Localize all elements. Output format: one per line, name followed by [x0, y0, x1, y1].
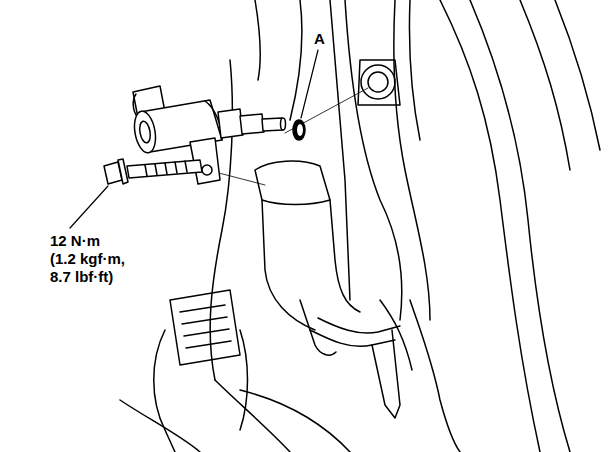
torque-value: 12 N·m: [50, 232, 100, 249]
engine-background: [120, 0, 600, 452]
flange-bolt: [70, 159, 202, 228]
torque-value: (1.2 kgf·m,: [50, 250, 125, 267]
alignment-lines: [215, 88, 368, 185]
torque-value: 8.7 lbf·ft): [50, 268, 113, 285]
o-ring: [293, 50, 318, 140]
callout-letter: A: [314, 30, 325, 47]
